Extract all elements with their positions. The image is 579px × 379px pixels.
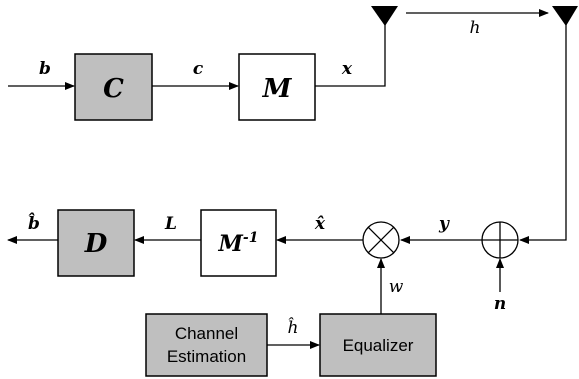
equalizer-label: Equalizer	[343, 336, 414, 355]
decoder-label: D	[84, 229, 108, 259]
demodulator-label-base: M	[218, 231, 244, 257]
demodulator-label-superscript: -1	[243, 230, 259, 246]
x-arrow-to-tx-antenna	[315, 24, 386, 87]
multiplier-cross-b	[367, 226, 395, 254]
signal-b-label: b	[39, 59, 51, 79]
signal-L-label: L	[164, 214, 177, 234]
signal-h-label: h	[470, 18, 481, 38]
rx-antenna-icon	[552, 6, 578, 26]
modulator-block	[238, 53, 316, 121]
signal-w-label: w	[389, 277, 404, 297]
signal-h-hat-label: ĥ	[288, 317, 299, 338]
channel-estimation-label-line2: Estimation	[167, 347, 246, 366]
signal-x-label: x	[341, 59, 353, 79]
encoder-block	[74, 53, 153, 121]
demodulator-block	[200, 209, 277, 277]
decoder-block	[57, 209, 135, 277]
signal-x-hat-label: x̂	[314, 214, 326, 234]
modulator-label: M	[262, 74, 293, 104]
signal-c-label: c	[193, 59, 204, 79]
signal-y-label: y	[438, 214, 450, 234]
channel-estimation-label-line1: Channel	[175, 324, 238, 343]
channel-estimation-block	[145, 313, 268, 377]
equalizer-block	[319, 313, 437, 377]
demodulator-label: M-1	[218, 230, 259, 257]
signal-b-hat-label: b̂	[28, 213, 40, 234]
rx-to-adder-line	[519, 24, 567, 244]
encoder-label: C	[103, 74, 124, 104]
signal-n-label: n	[494, 294, 506, 314]
tx-antenna-icon	[371, 6, 398, 26]
